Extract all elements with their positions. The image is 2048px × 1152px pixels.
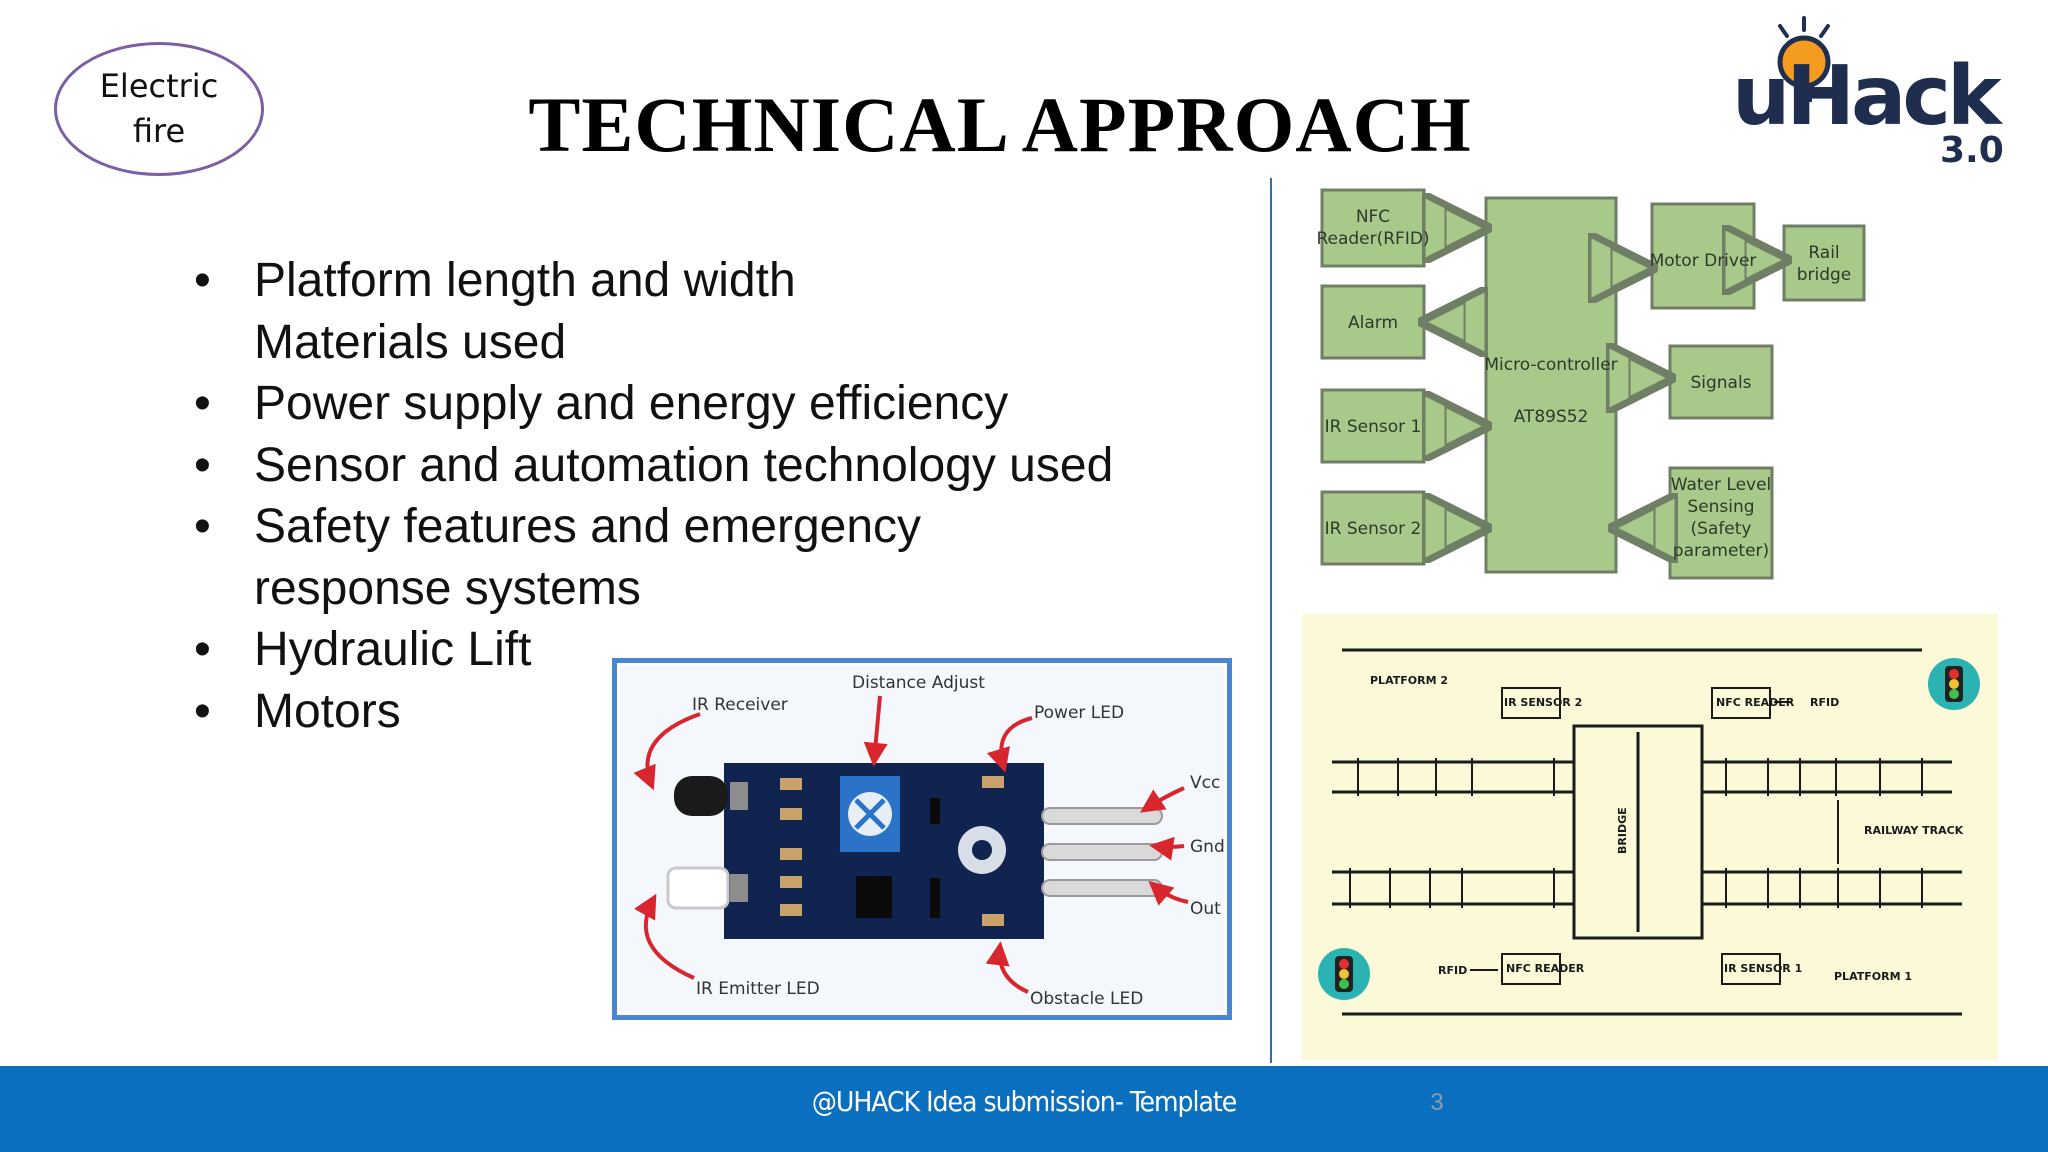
block-controller-chip: AT89S52	[1514, 407, 1589, 427]
block-signals: Signals	[1690, 373, 1751, 393]
ir-leds	[666, 776, 748, 910]
bullet-marker: •	[194, 377, 211, 430]
bullet-item: • Sensor and automation technology used	[190, 435, 1240, 497]
bullet-item: • Motors	[190, 681, 1240, 743]
logo-version: 3.0	[1940, 130, 2004, 170]
label-ir-sensor-1: IR SENSOR 1	[1724, 962, 1802, 975]
block-ir-sensor-1: IR Sensor 1	[1325, 417, 1422, 437]
bullet-text: Platform length and width	[254, 254, 796, 307]
page-number: 3	[1430, 1089, 1444, 1116]
label-rfid-top: RFID	[1810, 696, 1839, 709]
label-gnd: Gnd	[1190, 837, 1225, 857]
label-vcc: Vcc	[1190, 773, 1220, 793]
label-power-led: Power LED	[1034, 703, 1124, 723]
label-nfc-reader-top: NFC READER	[1716, 696, 1795, 709]
label-distance-adjust: Distance Adjust	[852, 673, 985, 693]
label-platform-1: PLATFORM 1	[1834, 970, 1912, 983]
vertical-divider	[1270, 178, 1272, 1063]
lightbulb-icon	[1777, 16, 1831, 102]
label-ir-emitter: IR Emitter LED	[696, 979, 820, 999]
bullet-list: • Platform length and width Materials use…	[190, 250, 1240, 742]
footer-text: @UHACK Idea submission- Template	[811, 1085, 1238, 1118]
logo-word: uHack	[1732, 49, 2004, 144]
ir-sensor-module-image: IR Receiver Distance Adjust Power LED Vc…	[612, 658, 1232, 1020]
bullet-marker: •	[194, 684, 211, 738]
uhack-logo: uHack 3.0	[1732, 16, 2008, 170]
rail-sleepers	[1349, 758, 1923, 908]
label-rfid-bottom: RFID	[1438, 964, 1467, 977]
label-obstacle-led: Obstacle LED	[1030, 989, 1143, 1009]
label-railway-track: RAILWAY TRACK	[1864, 824, 1964, 837]
sensor-board	[724, 763, 1044, 939]
bullet-item: • Hydraulic Lift	[190, 619, 1240, 681]
bullet-marker: •	[194, 623, 211, 676]
label-bridge: BRIDGE	[1616, 807, 1629, 854]
traffic-light-icon	[1928, 658, 1980, 710]
block-motor-driver: Motor Driver	[1650, 251, 1757, 271]
label-platform-2: PLATFORM 2	[1370, 674, 1448, 687]
bullet-text: Hydraulic Lift	[254, 623, 532, 676]
slide-title: TECHNICAL APPROACH	[528, 81, 1472, 168]
block-alarm: Alarm	[1348, 313, 1398, 333]
block-controller-name: Micro-controller	[1484, 355, 1617, 375]
label-nfc-reader-bottom: NFC READER	[1506, 962, 1585, 975]
bullet-text: Motors	[254, 684, 401, 738]
traffic-light-icon	[1318, 948, 1370, 1000]
bullet-text: Power supply and energy efficiency	[254, 377, 1009, 430]
topic-badge: Electric fire	[54, 42, 264, 176]
bullet-text: Materials used	[254, 315, 567, 369]
bullet-marker: •	[194, 500, 211, 553]
bullet-text: Sensor and automation technology used	[254, 438, 1114, 492]
bullet-item: • Power supply and energy efficiency	[190, 373, 1240, 435]
label-ir-sensor-2: IR SENSOR 2	[1504, 696, 1582, 709]
block-ir-sensor-2: IR Sensor 2	[1325, 519, 1422, 539]
track-layout-diagram: PLATFORM 2 IR SENSOR 2 NFC READER RFID R…	[1302, 614, 1998, 1060]
bullet-marker: •	[194, 254, 211, 307]
bullet-item: Materials used	[190, 312, 1240, 374]
label-ir-receiver: IR Receiver	[692, 695, 788, 715]
bullet-item: • Platform length and width	[190, 250, 1240, 312]
bullet-text: Safety features and emergency response s…	[254, 500, 922, 615]
footer-bar	[0, 1066, 2048, 1152]
bullet-item: • Safety features and emergency response …	[190, 496, 1014, 619]
label-out: Out	[1190, 899, 1221, 919]
header-pins	[1041, 807, 1163, 897]
bullet-marker: •	[194, 438, 211, 492]
